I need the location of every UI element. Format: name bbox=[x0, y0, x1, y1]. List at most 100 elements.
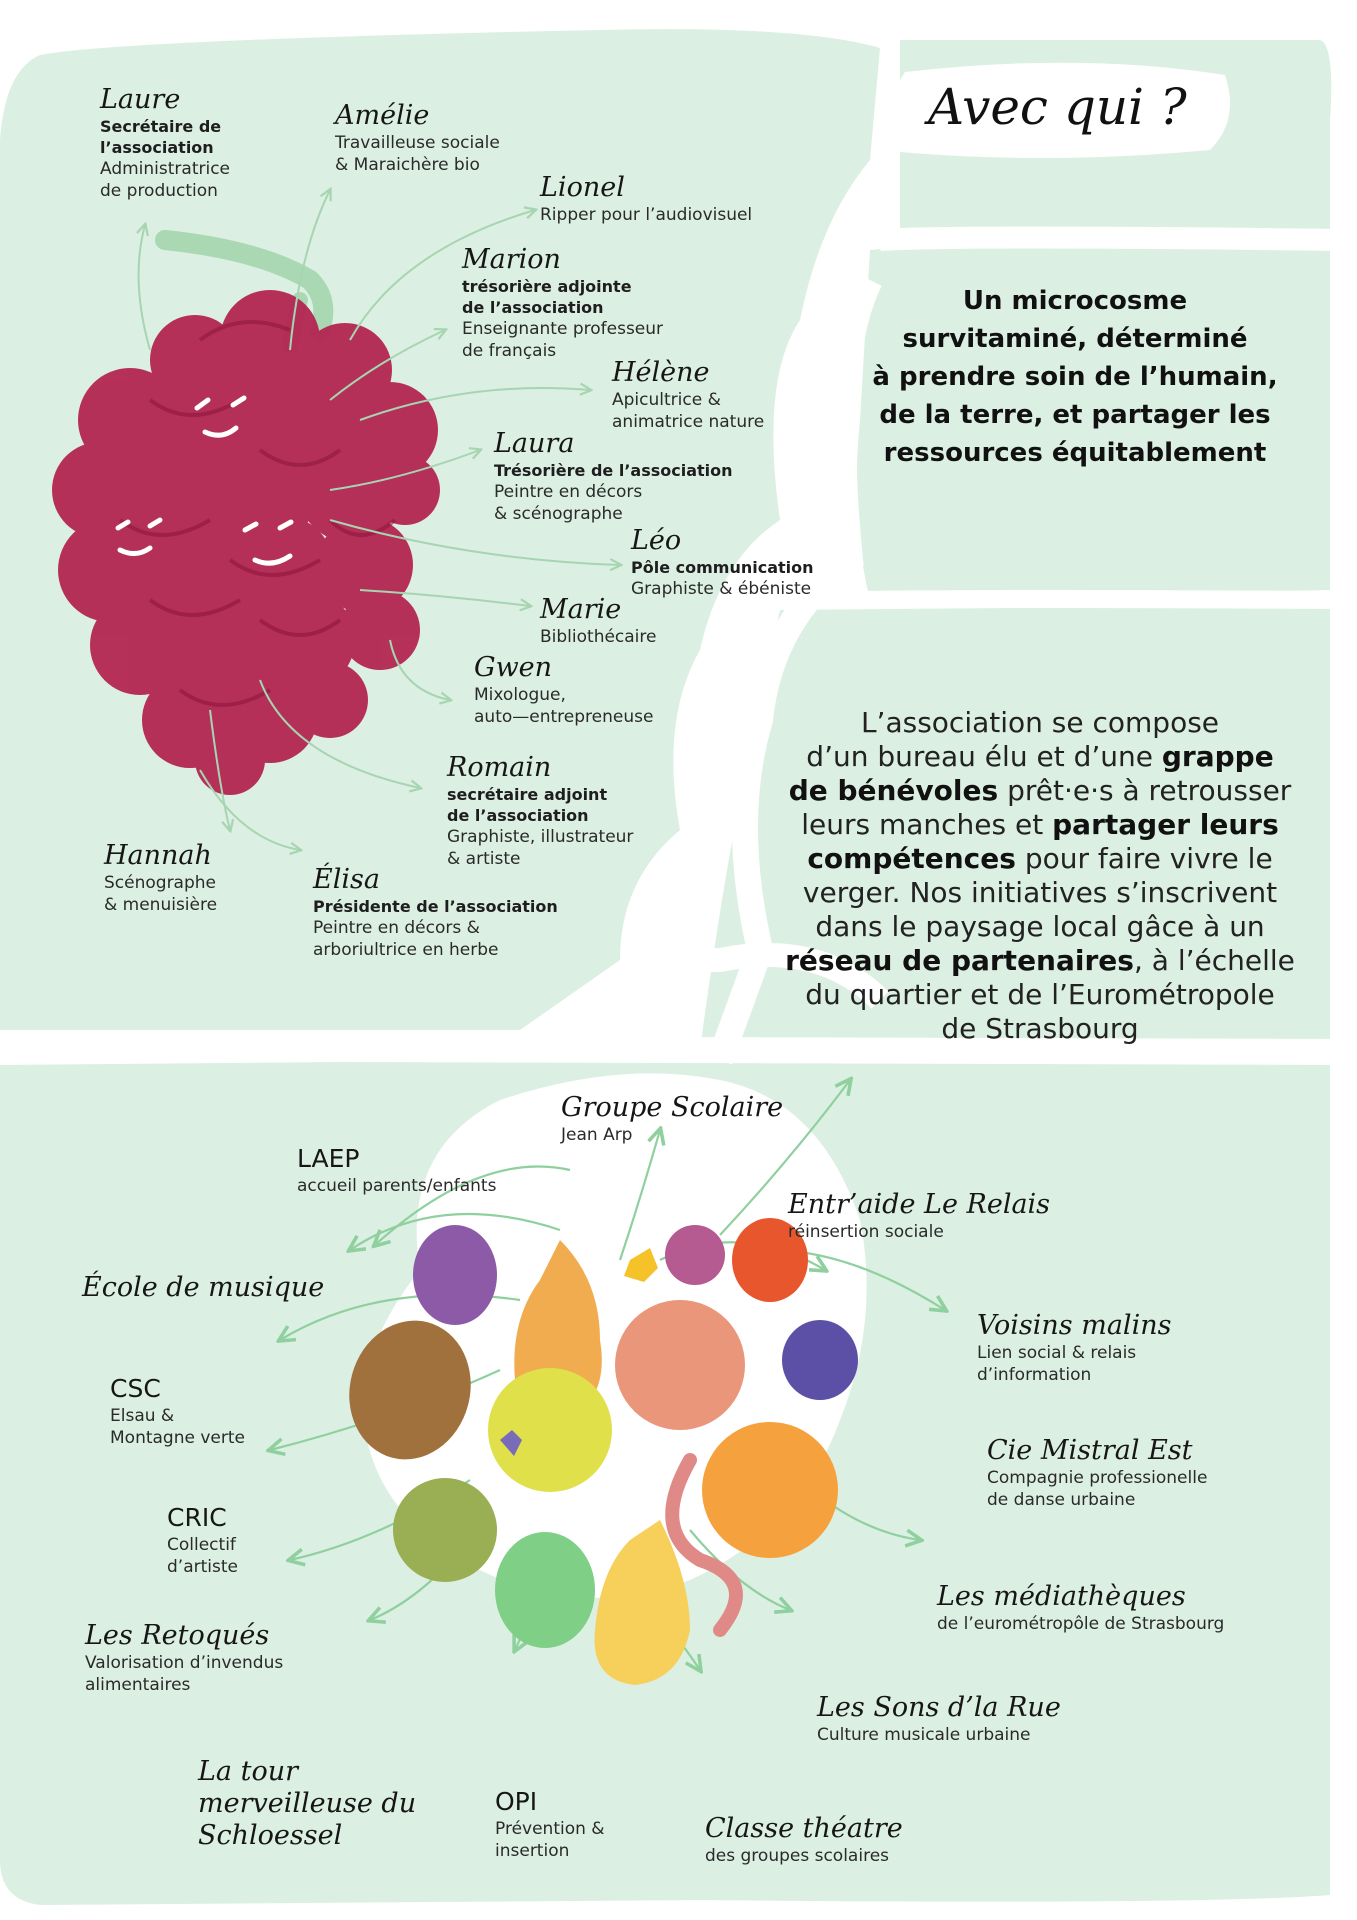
partner-desc-line: alimentaires bbox=[85, 1675, 191, 1695]
partner-desc-line: Prévention & bbox=[495, 1819, 605, 1839]
partner-name-line: La tour bbox=[198, 1756, 299, 1787]
intro-emphasis: grappe bbox=[1161, 740, 1274, 773]
member-desc-line: animatrice nature bbox=[612, 412, 765, 432]
mint-area-right-middle bbox=[856, 243, 1330, 601]
member-desc-line: arboriultrice en herbe bbox=[313, 940, 499, 960]
intro-emphasis: de bénévoles bbox=[788, 774, 999, 807]
member-desc-line: Travailleuse sociale bbox=[335, 133, 500, 153]
mint-area-right-lower bbox=[700, 605, 1330, 1050]
partner-name: Classe théatre bbox=[705, 1813, 903, 1844]
partner-desc-line: de danse urbaine bbox=[987, 1490, 1136, 1510]
intro-line: leurs manches et partager leurs bbox=[770, 808, 1310, 842]
member-role-line: l’association bbox=[100, 138, 214, 157]
member-role-line: Pôle communication bbox=[631, 558, 814, 577]
partner-les-sons-dla-rue: Les Sons d’la Rue Culture musicale urbai… bbox=[817, 1692, 1061, 1746]
member-desc-line: Enseignante professeur bbox=[462, 319, 664, 339]
partner-desc-line: Lien social & relais bbox=[977, 1343, 1137, 1363]
partner-la-tour-merveilleuse: La tour merveilleuse du Schloessel bbox=[198, 1756, 416, 1852]
partner-name-line: Schloessel bbox=[198, 1820, 343, 1851]
member-name: Marie bbox=[540, 594, 622, 625]
member-laura: Laura Trésorière de l’association Peintr… bbox=[494, 428, 733, 525]
partner-desc-line: Compagnie professionelle bbox=[987, 1468, 1208, 1488]
page-heading: Avec qui ? bbox=[928, 78, 1187, 136]
member-desc-line: & scénographe bbox=[494, 504, 623, 524]
member-desc-line: Apicultrice & bbox=[612, 390, 721, 410]
member-name: Hélène bbox=[612, 357, 710, 388]
member-desc: Travailleuse sociale& Maraichère bio bbox=[335, 132, 500, 176]
member-gwen: Gwen Mixologue,auto—entrepreneuse bbox=[474, 652, 653, 728]
member-role-line: Trésorière de l’association bbox=[494, 461, 733, 480]
intro-paragraph: L’association se compose d’un bureau élu… bbox=[770, 706, 1310, 1046]
member-desc-line: & artiste bbox=[447, 849, 521, 869]
partner-cric: CRIC Collectif d’artiste bbox=[167, 1502, 238, 1578]
partner-name: Cie Mistral Est bbox=[987, 1435, 1193, 1466]
partner-desc-line: des groupes scolaires bbox=[705, 1846, 890, 1866]
partner-name: LAEP bbox=[297, 1144, 360, 1173]
partner-name: Les Sons d’la Rue bbox=[817, 1692, 1061, 1723]
member-role: Présidente de l’association bbox=[313, 896, 558, 917]
member-desc-line: Graphiste, illustrateur bbox=[447, 827, 634, 847]
member-desc-line: de production bbox=[100, 181, 218, 201]
partner-desc-line: Culture musicale urbaine bbox=[817, 1725, 1031, 1745]
partner-name-line: merveilleuse du bbox=[198, 1788, 417, 1819]
member-desc: Graphiste, illustrateur& artiste bbox=[447, 826, 633, 870]
member-desc-line: de français bbox=[462, 341, 557, 361]
partner-name: CRIC bbox=[167, 1503, 227, 1532]
fruit-plate-illustration bbox=[270, 1073, 945, 1685]
partner-name: Entr’aide Le Relais bbox=[788, 1189, 1051, 1220]
partner-desc-line: réinsertion sociale bbox=[788, 1222, 944, 1242]
partner-desc-line: Valorisation d’invendus bbox=[85, 1653, 284, 1673]
tagline-line: de la terre, et partager les bbox=[879, 400, 1271, 430]
member-name: Lionel bbox=[540, 172, 625, 203]
partner-name: Les médiathèques bbox=[937, 1581, 1186, 1612]
member-desc: Apicultrice &animatrice nature bbox=[612, 389, 764, 433]
member-name: Élisa bbox=[313, 864, 380, 895]
intro-text: prêt·e·s à retrousser bbox=[998, 774, 1292, 807]
member-role: Pôle communication bbox=[631, 557, 814, 578]
partner-classe-theatre: Classe théatre des groupes scolaires bbox=[705, 1813, 903, 1867]
partner-les-mediatheques: Les médiathèques de l’eurométropôle de S… bbox=[937, 1581, 1224, 1635]
intro-line: d’un bureau élu et d’une grappe bbox=[770, 740, 1310, 774]
member-desc: Mixologue,auto—entrepreneuse bbox=[474, 684, 653, 728]
member-name: Laura bbox=[494, 428, 575, 459]
member-desc: Scénographe& menuisière bbox=[104, 872, 217, 916]
partner-laep: LAEP accueil parents/enfants bbox=[297, 1143, 496, 1197]
member-role-line: secrétaire adjoint bbox=[447, 785, 608, 804]
partner-desc-line: Elsau & bbox=[110, 1406, 175, 1426]
intro-line: réseau de partenaires, à l’échelle bbox=[770, 944, 1310, 978]
member-role-line: Secrétaire de bbox=[100, 117, 222, 136]
member-marie: Marie Bibliothécaire bbox=[540, 594, 657, 648]
member-helene: Hélène Apicultrice &animatrice nature bbox=[612, 357, 764, 433]
intro-line: L’association se compose bbox=[860, 706, 1220, 739]
intro-text: leurs manches et bbox=[801, 808, 1053, 841]
partner-name: Groupe Scolaire bbox=[561, 1092, 784, 1123]
partner-desc-line: d’information bbox=[977, 1365, 1092, 1385]
member-desc-line: & Maraichère bio bbox=[335, 155, 480, 175]
member-name: Léo bbox=[631, 525, 682, 556]
intro-line: verger. Nos initiatives s’inscrivent bbox=[802, 876, 1278, 909]
member-desc-line: Peintre en décors bbox=[494, 482, 643, 502]
partner-name: Les Retoqués bbox=[85, 1620, 270, 1651]
partner-desc-line: d’artiste bbox=[167, 1557, 238, 1577]
partner-desc-line: insertion bbox=[495, 1841, 570, 1861]
partner-opi: OPI Prévention & insertion bbox=[495, 1786, 605, 1862]
member-desc: Bibliothécaire bbox=[540, 626, 657, 648]
partner-voisins-malins: Voisins malins Lien social & relais d’in… bbox=[977, 1310, 1171, 1386]
member-desc: Peintre en décors& scénographe bbox=[494, 481, 733, 525]
partner-name: OPI bbox=[495, 1787, 538, 1816]
member-amelie: Amélie Travailleuse sociale& Maraichère … bbox=[335, 100, 500, 176]
heading-bubble bbox=[891, 62, 1230, 159]
intro-emphasis: partager leurs bbox=[1052, 808, 1279, 841]
intro-line: compétences pour faire vivre le bbox=[770, 842, 1310, 876]
member-leo: Léo Pôle communication Graphiste & ébéni… bbox=[631, 525, 814, 600]
member-role: Secrétaire de l’association bbox=[100, 116, 230, 158]
member-desc-line: Peintre en décors & bbox=[313, 918, 480, 938]
tagline: Un microcosme survitaminé, déterminé à p… bbox=[850, 282, 1300, 472]
member-role: Trésorière de l’association bbox=[494, 460, 733, 481]
